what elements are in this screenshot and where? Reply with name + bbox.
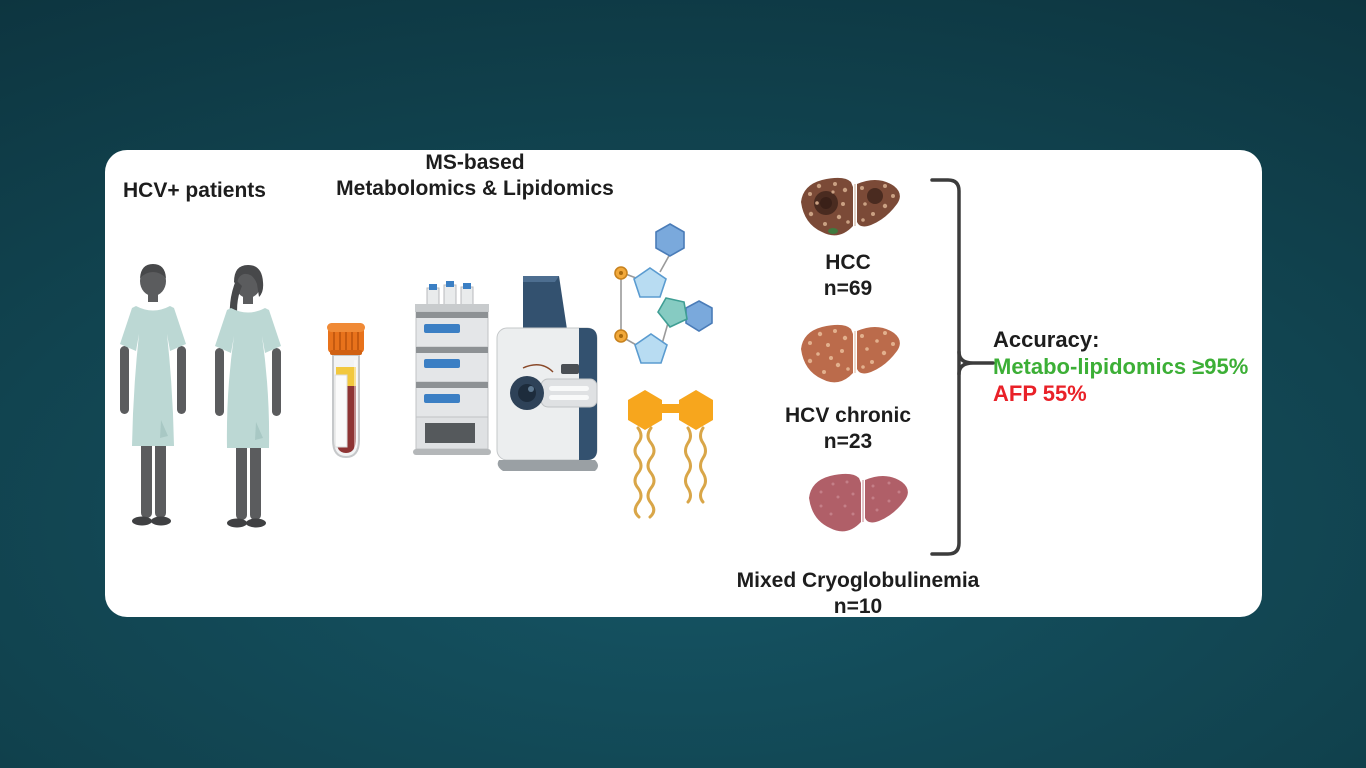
method-label: MS-based Metabolomics & Lipidomics xyxy=(330,150,620,203)
lipid-molecules-icon xyxy=(628,390,713,519)
hcc-liver-icon xyxy=(801,177,900,236)
patients-icon xyxy=(120,264,281,528)
accuracy-title: Accuracy: xyxy=(993,327,1100,352)
group-label-hcv-chronic: HCV chronic n=23 xyxy=(768,403,928,456)
accuracy-results: Accuracy: Metabo-lipidomics ≥95% AFP 55% xyxy=(993,326,1262,407)
group-label-hcc: HCC n=69 xyxy=(768,250,928,303)
group-name: HCV chronic xyxy=(784,404,912,427)
mixed-cryo-liver-icon xyxy=(809,473,908,532)
grouping-bracket xyxy=(930,178,995,556)
patients-label: HCV+ patients xyxy=(123,179,266,202)
method-label-line2: Metabolomics & Lipidomics xyxy=(336,177,614,201)
hcv-chronic-liver-icon xyxy=(801,324,900,383)
afp-accuracy: AFP 55% xyxy=(993,381,1087,406)
group-name: HCC xyxy=(825,251,871,274)
mass-spectrometer-icon xyxy=(413,276,598,471)
group-label-mixed-cryo: Mixed Cryoglobulinemia n=10 xyxy=(713,568,1003,617)
blood-tube-icon xyxy=(327,323,365,459)
group-count: n=69 xyxy=(823,277,873,301)
method-label-line1: MS-based xyxy=(425,151,525,174)
metabolite-molecule-icon xyxy=(614,223,713,364)
figure-card: HCV+ patients MS-based Metabolomics & Li… xyxy=(105,150,1262,617)
group-count: n=10 xyxy=(833,595,883,617)
group-name: Mixed Cryoglobulinemia xyxy=(736,569,980,592)
group-count: n=23 xyxy=(823,430,873,454)
metabo-lipidomics-accuracy: Metabo-lipidomics ≥95% xyxy=(993,354,1249,379)
